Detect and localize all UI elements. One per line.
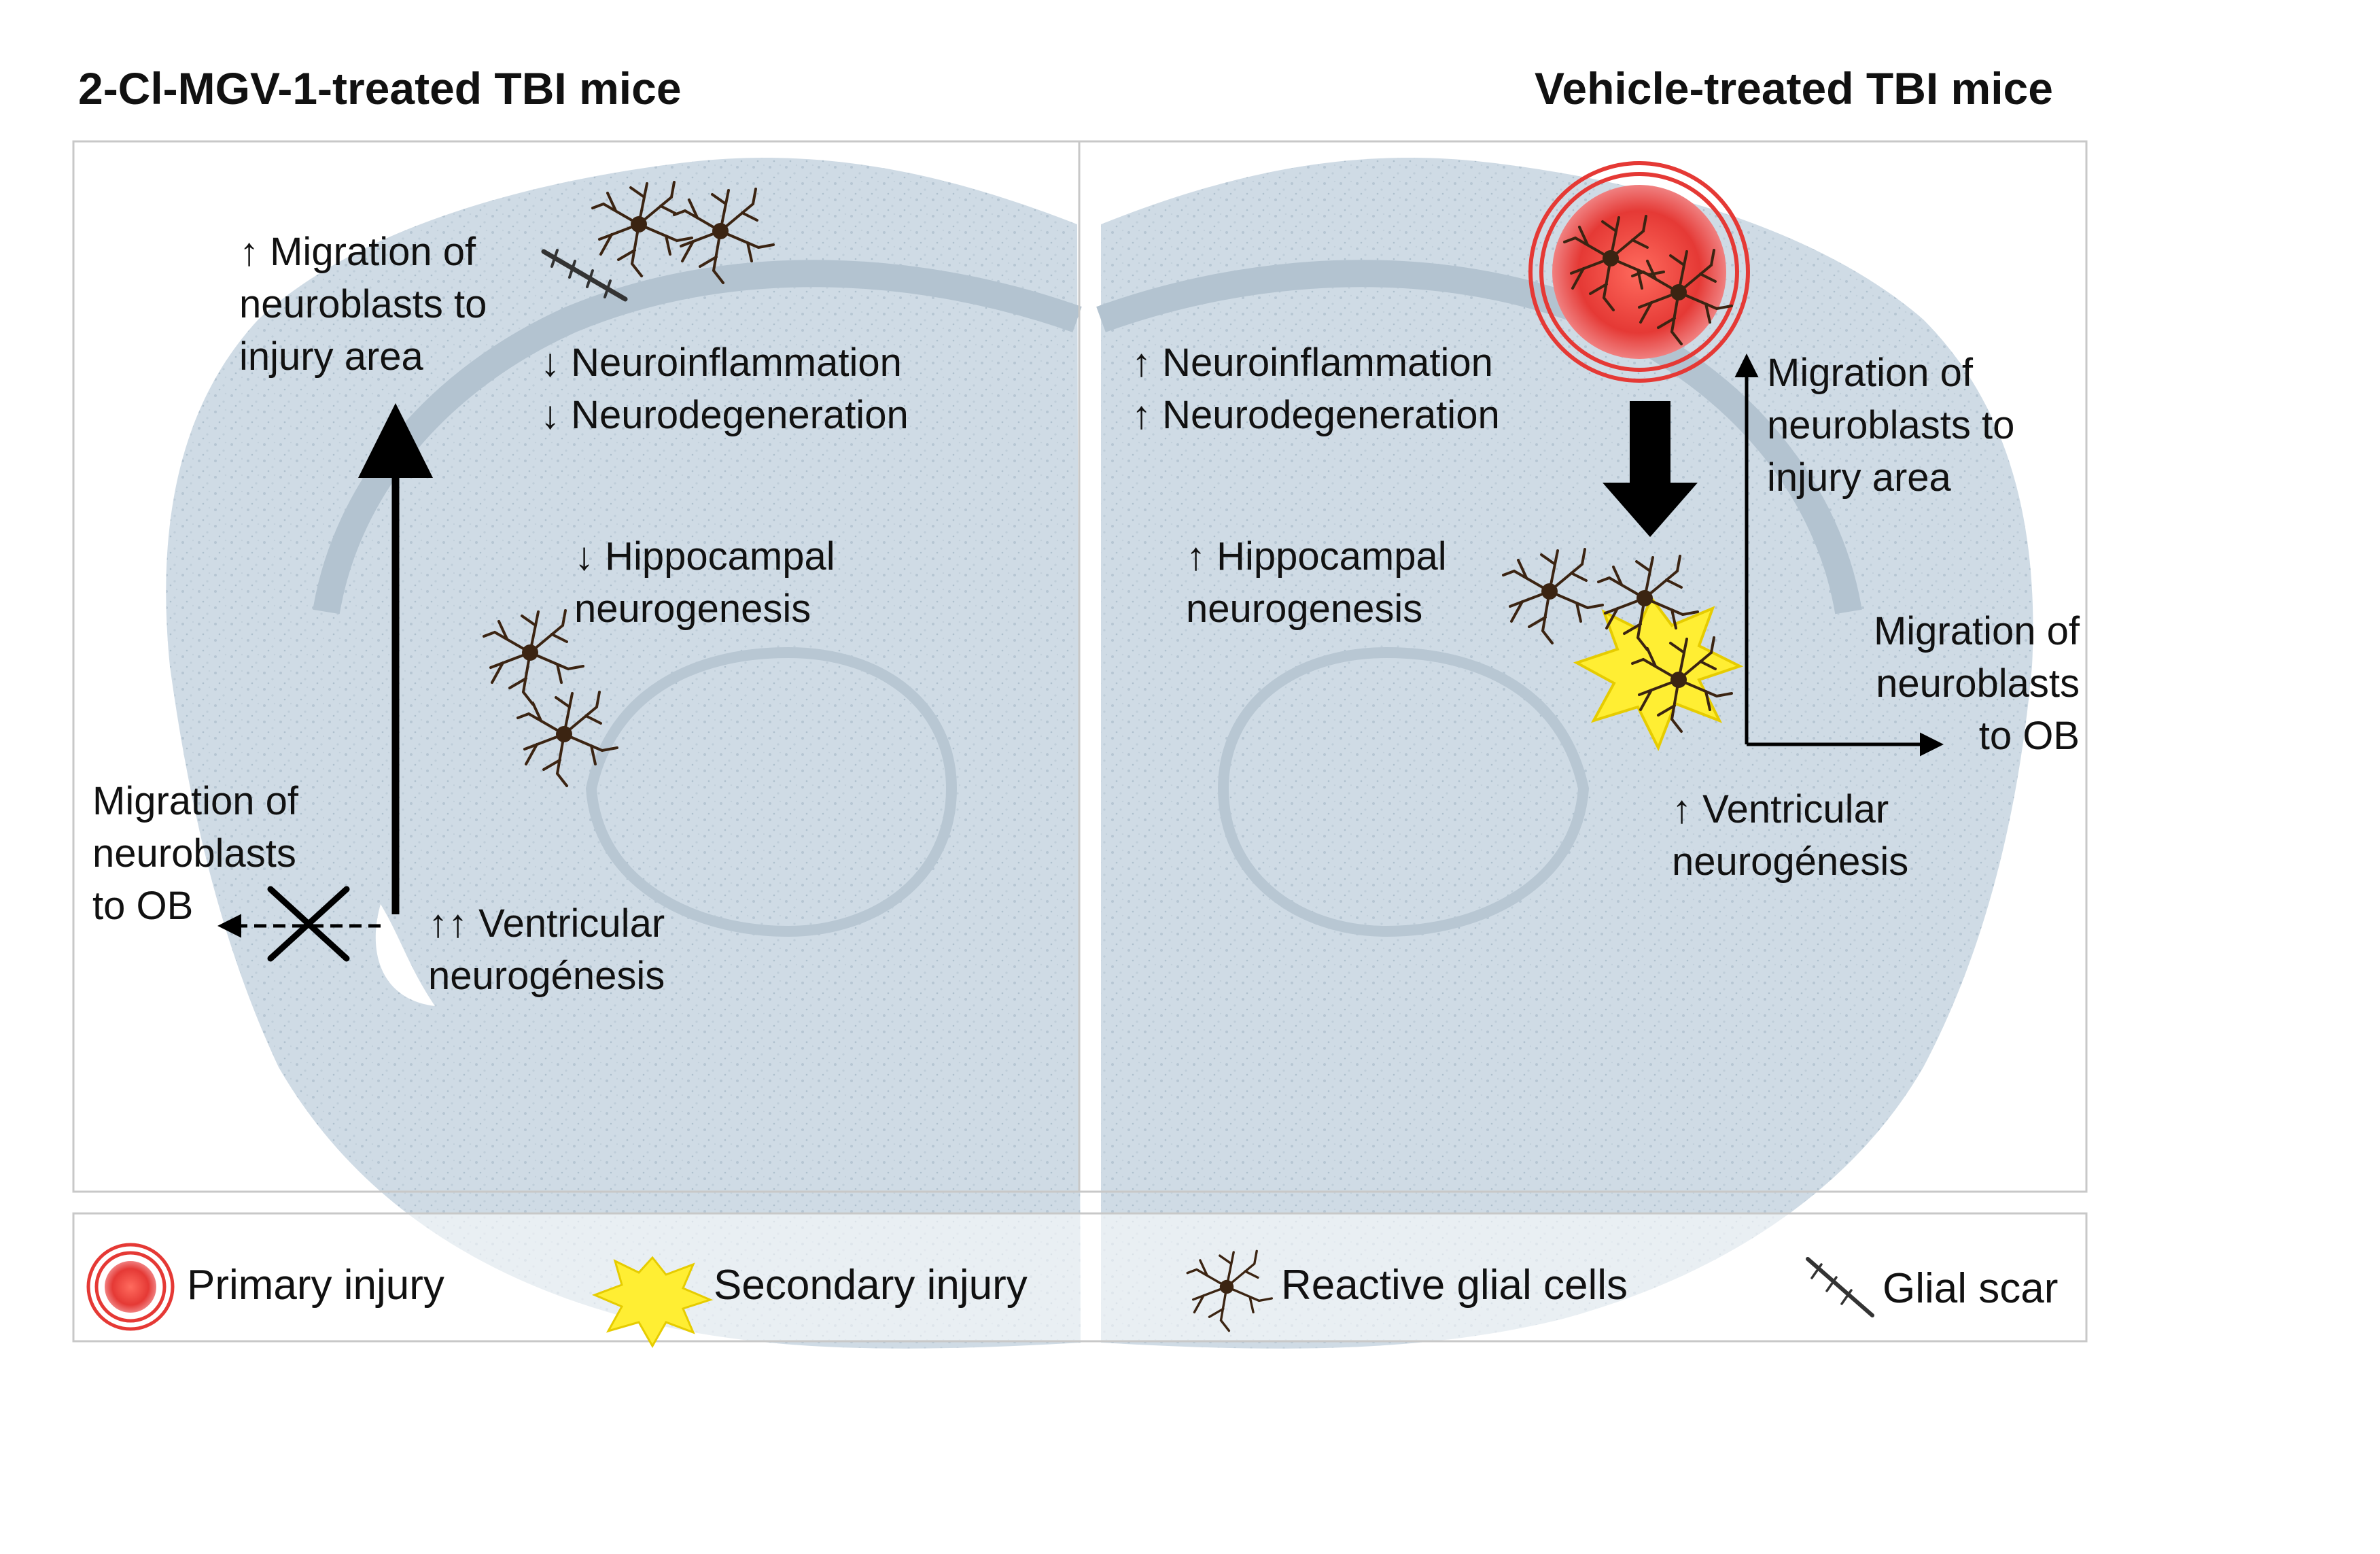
legend-primary-injury-icon bbox=[86, 1243, 175, 1331]
left-migration-ob-label: Migration of neuroblasts to OB bbox=[92, 779, 299, 929]
right-neuro-changes-label: ↑ Neuroinflammation ↑ Neurodegeneration bbox=[1132, 341, 1500, 438]
left-ventricular-label: ↑↑ Ventricular neurogénesis bbox=[428, 901, 665, 999]
right-migration-ob-label: Migration of neuroblasts to OB bbox=[1873, 609, 2080, 759]
left-migration-injury-label: ↑ Migration of neuroblasts to injury are… bbox=[239, 230, 487, 379]
secondary-injury-icon bbox=[1573, 595, 1744, 751]
right-migration-injury-label: Migration of neuroblasts to injury area bbox=[1767, 351, 2015, 500]
legend-glial-scar-label: Glial scar bbox=[1883, 1265, 2059, 1312]
legend-glial-scar-icon bbox=[1806, 1257, 1874, 1317]
blocked-cross-icon bbox=[267, 886, 350, 962]
right-panel-frame bbox=[1078, 140, 2088, 1193]
left-hippocampal-label: ↓ Hippocampal neurogenesis bbox=[574, 534, 835, 632]
right-panel-title: Vehicle-treated TBI mice bbox=[1535, 63, 2053, 114]
left-neuro-changes-label: ↓ Neuroinflammation ↓ Neurodegeneration bbox=[540, 341, 909, 438]
left-panel-title: 2-Cl-MGV-1-treated TBI mice bbox=[78, 63, 682, 114]
legend-secondary-injury-icon bbox=[591, 1256, 714, 1349]
legend-secondary-injury-label: Secondary injury bbox=[714, 1262, 1028, 1309]
legend-reactive-glial-label: Reactive glial cells bbox=[1281, 1262, 1628, 1309]
legend-primary-injury-label: Primary injury bbox=[187, 1262, 444, 1309]
right-hippocampal-label: ↑ Hippocampal neurogenesis bbox=[1186, 534, 1447, 632]
downward-thick-arrow bbox=[1603, 401, 1698, 537]
right-ventricular-label: ↑ Ventricular neurogénesis bbox=[1672, 787, 1909, 884]
left-glial-scar-icon bbox=[541, 249, 628, 302]
legend-frame bbox=[72, 1212, 2088, 1343]
